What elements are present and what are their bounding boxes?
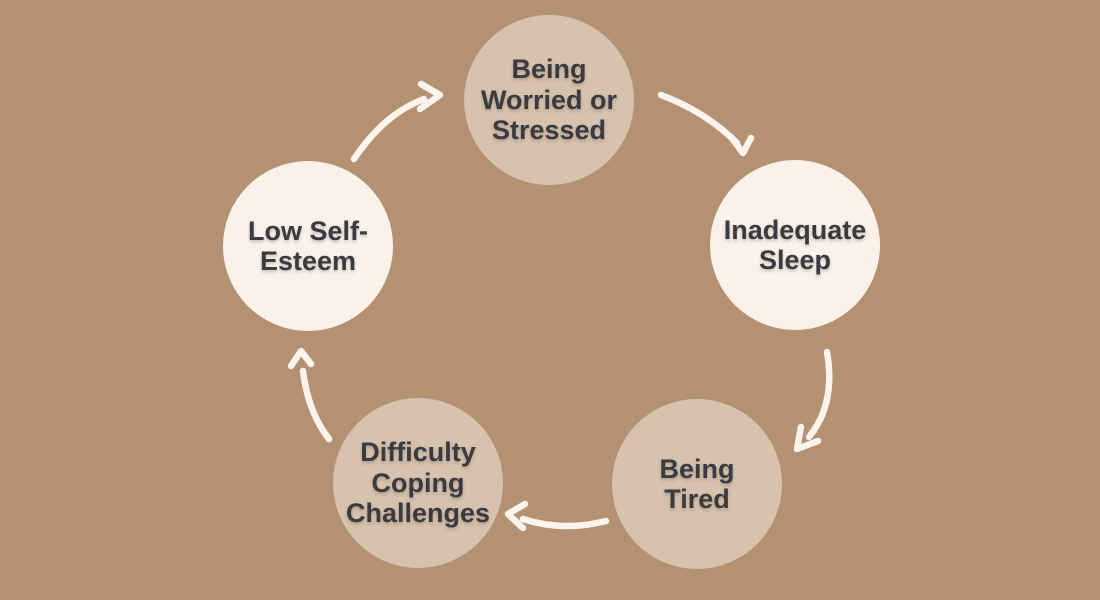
arrow-inadequate-sleep-to-being-tired-icon: [793, 348, 833, 453]
node-being-worried-or-stressed: Being Worried or Stressed: [464, 15, 634, 185]
arrow-low-self-esteem-to-being-worried-icon: [350, 80, 444, 163]
arrow-being-tired-to-difficulty-coping-icon: [504, 500, 610, 532]
node-being-tired-label: Being Tired: [659, 453, 735, 515]
arrow-being-worried-to-inadequate-sleep-icon: [657, 91, 755, 157]
node-difficulty-coping-challenges-label: Difficulty Coping Challenges: [345, 437, 491, 529]
arrow-difficulty-coping-to-low-self-esteem-icon: [287, 347, 333, 443]
node-inadequate-sleep: Inadequate Sleep: [710, 160, 880, 330]
node-being-tired: Being Tired: [612, 399, 782, 569]
node-inadequate-sleep-label: Inadequate Sleep: [723, 214, 867, 276]
node-difficulty-coping-challenges: Difficulty Coping Challenges: [333, 398, 503, 568]
node-being-worried-or-stressed-label: Being Worried or Stressed: [480, 54, 617, 146]
node-low-self-esteem: Low Self- Esteem: [223, 161, 393, 331]
node-low-self-esteem-label: Low Self- Esteem: [248, 215, 368, 277]
